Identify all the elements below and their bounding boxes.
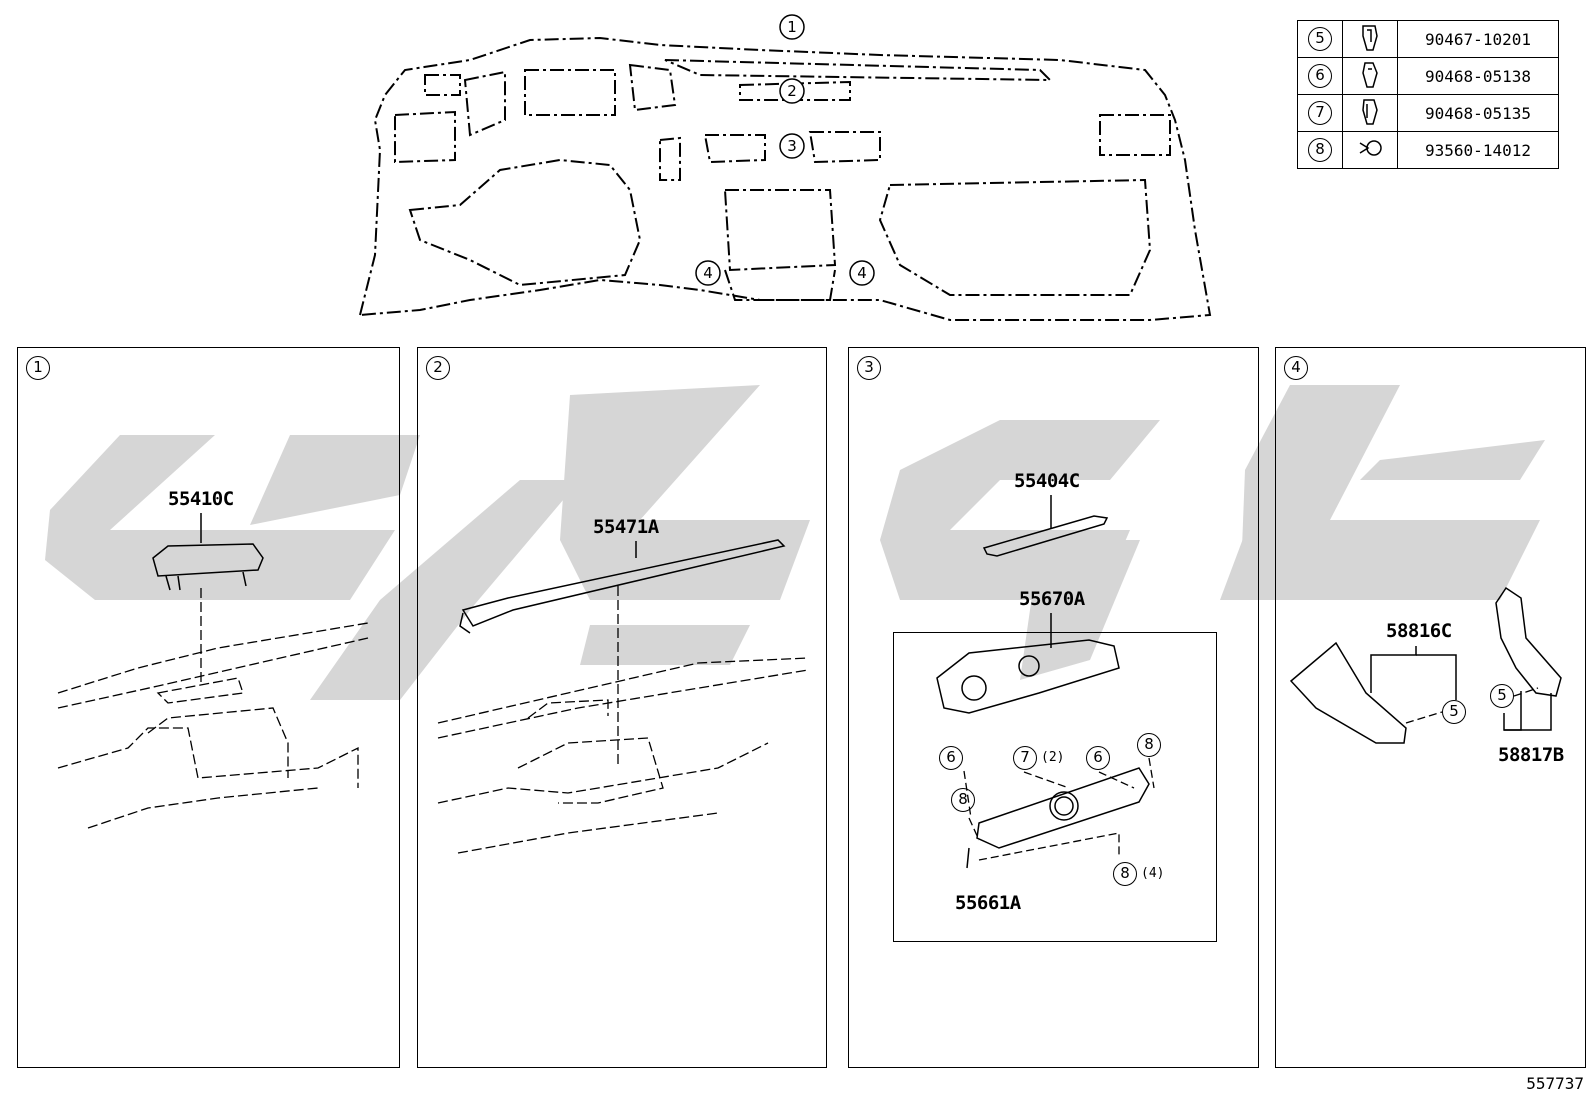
legend-part: 90468-05135 (1397, 94, 1559, 132)
overview-callout-4b: 4 (857, 264, 867, 282)
panel-3: 3 55404C 55670A 55661A 6 7 (2) 6 8 8 8 (… (848, 347, 1259, 1068)
legend-row: 7 90468-05135 (1297, 94, 1559, 132)
part-label: 58817B (1498, 744, 1564, 766)
callout-5a: 5 (1442, 700, 1466, 724)
callout-6b: 6 (1086, 746, 1110, 770)
screw-icon (1359, 140, 1382, 156)
panel-1: 1 55410C (17, 347, 400, 1068)
overview-callout-3: 3 (787, 137, 797, 155)
legend-part: 90467-10201 (1397, 20, 1559, 58)
figure-id: 557737 (1526, 1074, 1584, 1093)
legend-part: 93560-14012 (1397, 131, 1559, 169)
legend-num: 7 (1308, 101, 1332, 125)
part-label: 55404C (1014, 470, 1080, 492)
callout-8a: 8 (1137, 733, 1161, 757)
overview-callout-1: 1 (787, 18, 797, 36)
legend-row: 5 90467-10201 (1297, 20, 1559, 58)
clip-icon (1362, 99, 1378, 125)
part-label: 55670A (1019, 588, 1085, 610)
qty-8: (4) (1141, 866, 1165, 881)
cover-drawing (57, 513, 369, 829)
part-label: 55410C (168, 488, 234, 510)
legend-num: 6 (1308, 64, 1332, 88)
legend-num: 8 (1308, 138, 1332, 162)
legend-num: 5 (1308, 27, 1332, 51)
panel-num: 2 (426, 356, 450, 380)
register-drawing (936, 495, 1155, 869)
overview-callout-2: 2 (787, 82, 797, 100)
panel-num: 3 (857, 356, 881, 380)
dashboard-overview: 1 2 3 4 4 (358, 14, 1212, 321)
register-group-box (893, 632, 1217, 942)
lower-trim-drawing (1289, 586, 1562, 744)
defroster-panel-drawing (437, 539, 809, 854)
panel-2: 2 55471A (417, 347, 827, 1068)
part-label: 55661A (955, 892, 1021, 914)
panel-num: 1 (26, 356, 50, 380)
callout-8c: 8 (1113, 862, 1137, 886)
part-label: 55471A (593, 516, 659, 538)
callout-7: 7 (1013, 746, 1037, 770)
callout-6a: 6 (939, 746, 963, 770)
fastener-legend: 5 90467-10201 6 90468-05138 7 90468-0513… (1297, 20, 1559, 169)
panel-4: 4 58816C 58817B 5 5 (1275, 347, 1586, 1068)
legend-part: 90468-05138 (1397, 57, 1559, 95)
panel-num: 4 (1284, 356, 1308, 380)
overview-callout-4a: 4 (703, 264, 713, 282)
clip-icon (1362, 62, 1378, 88)
clip-icon (1362, 25, 1378, 51)
legend-row: 6 90468-05138 (1297, 57, 1559, 95)
qty-7: (2) (1041, 750, 1065, 765)
callout-8b: 8 (951, 788, 975, 812)
callout-5b: 5 (1490, 684, 1514, 708)
legend-row: 8 93560-14012 (1297, 131, 1559, 169)
part-label: 58816C (1386, 620, 1452, 642)
